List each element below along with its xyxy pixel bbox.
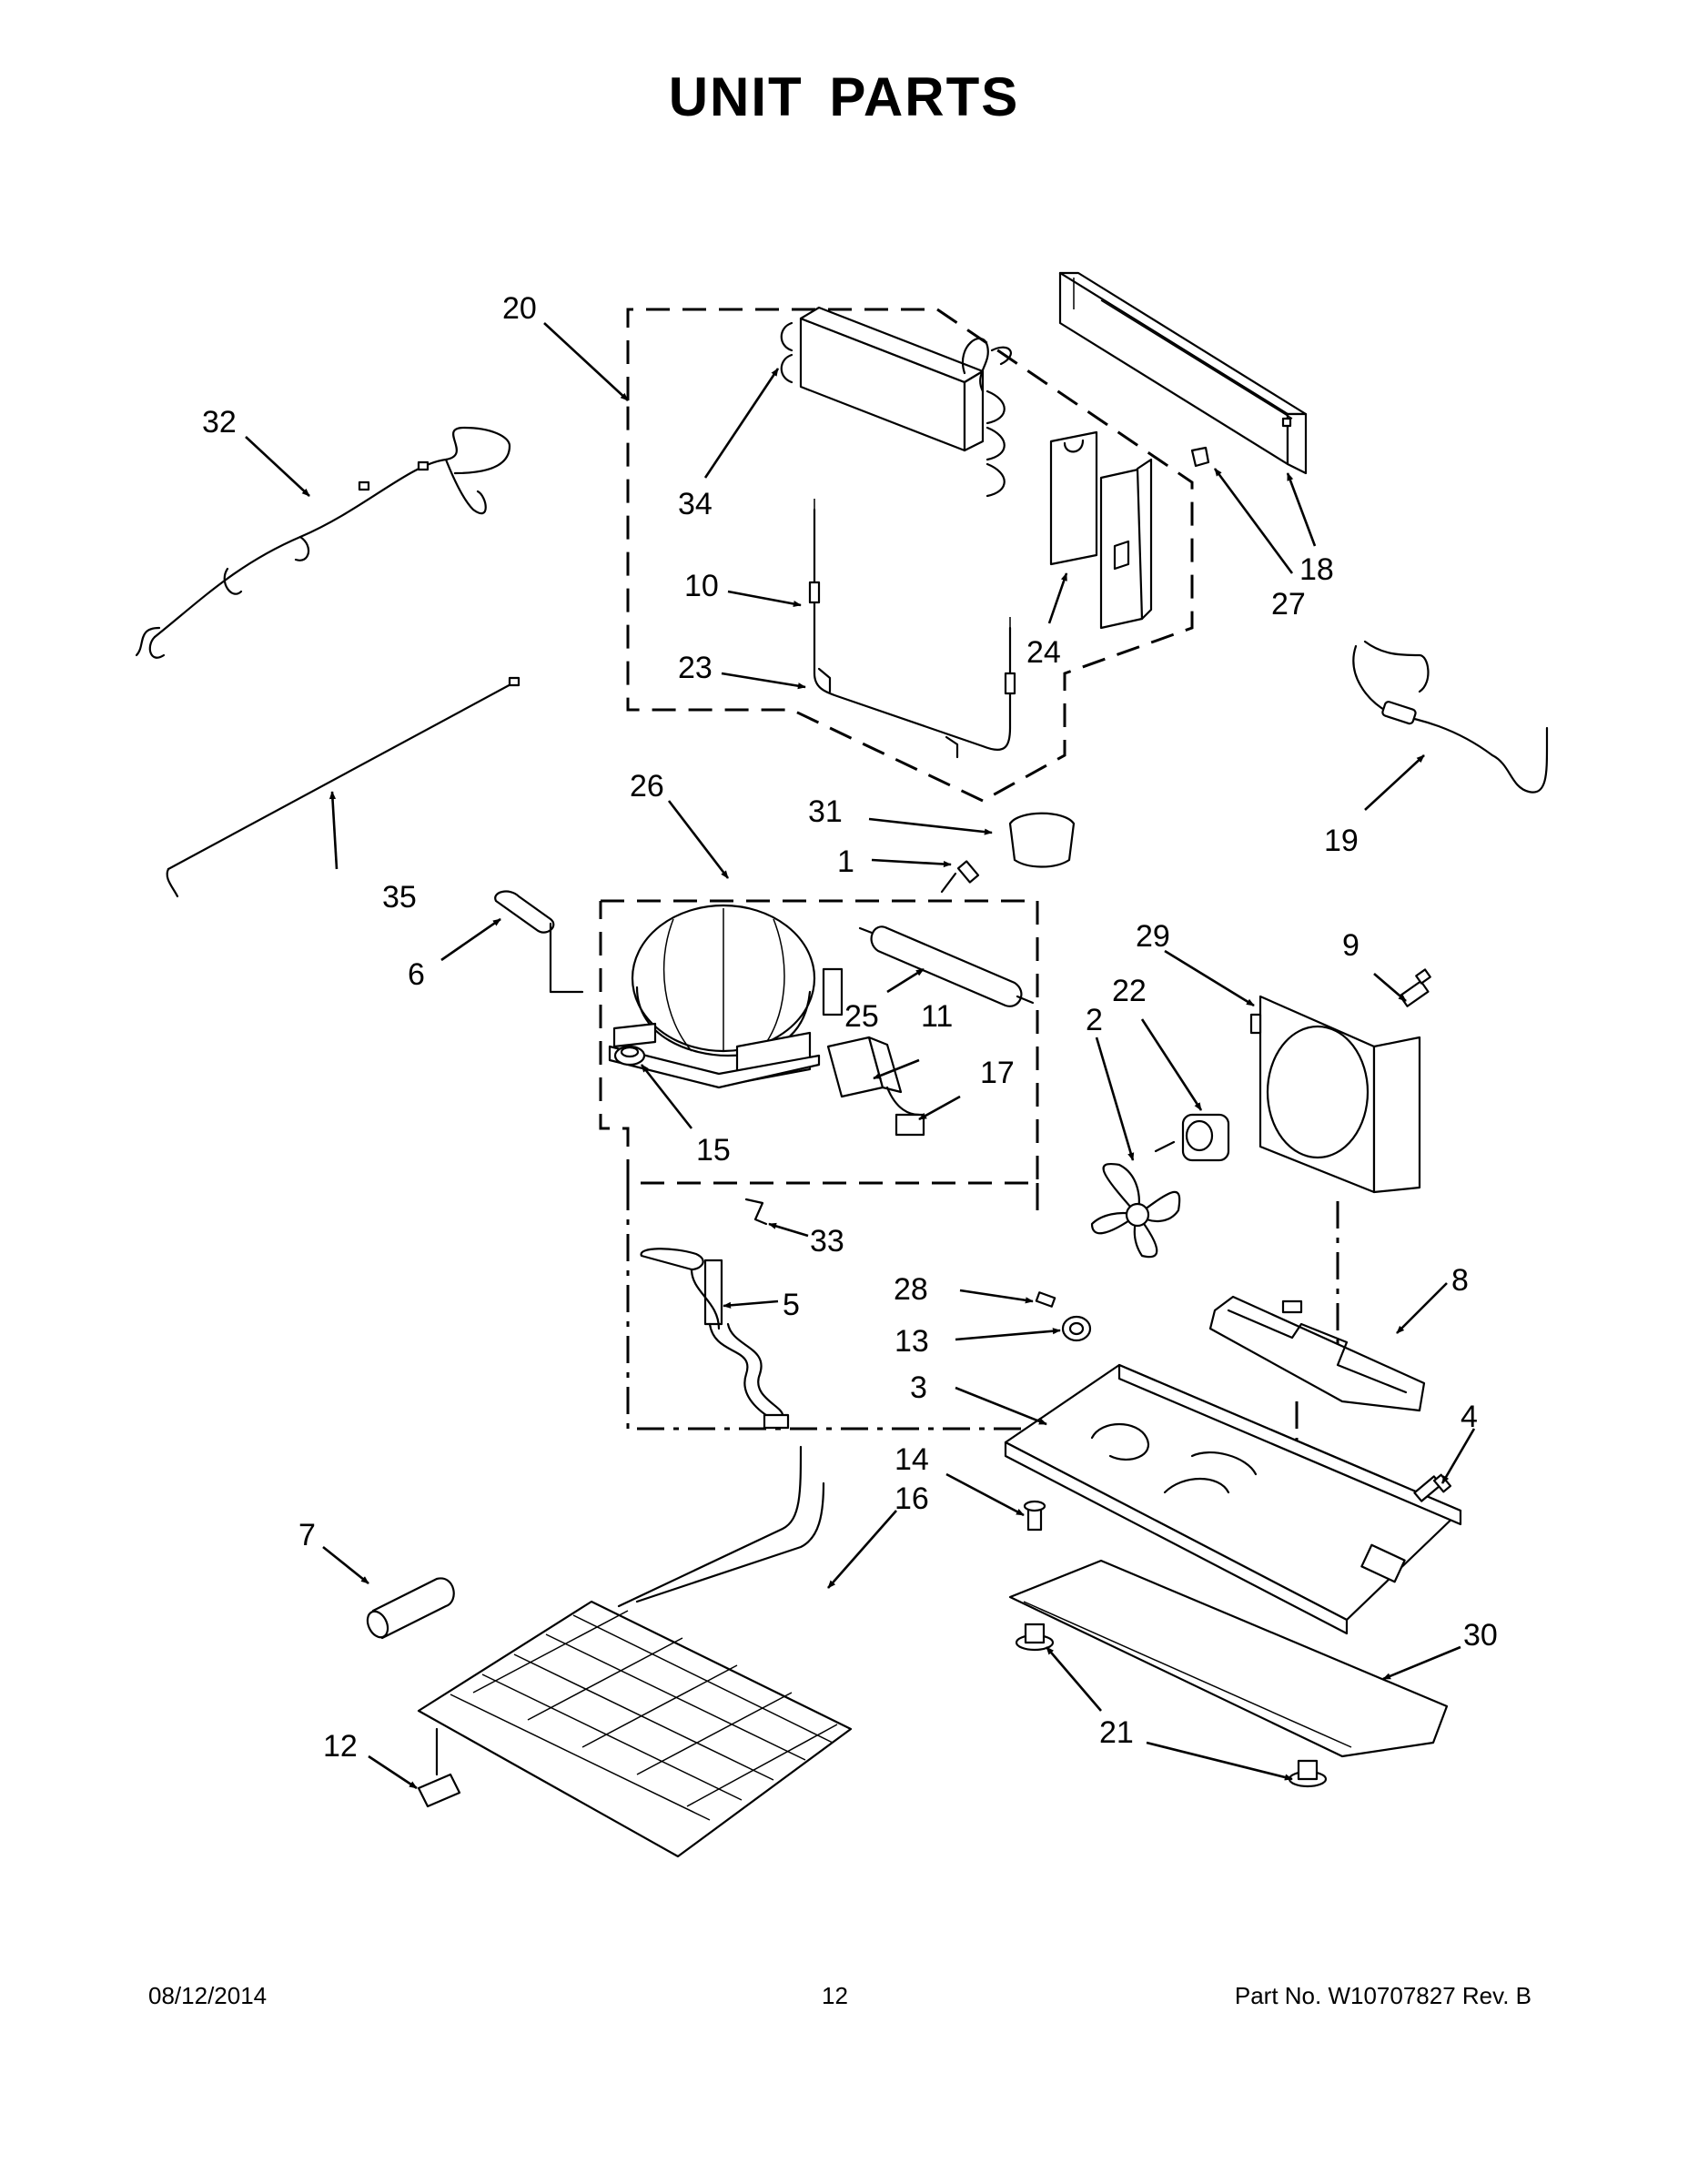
callout-28: 28 xyxy=(894,1272,928,1307)
compressor-part xyxy=(608,904,844,1089)
callout-24: 24 xyxy=(1026,635,1061,670)
callout-8: 8 xyxy=(1451,1263,1469,1298)
callout-11: 11 xyxy=(921,999,953,1034)
callout-5: 5 xyxy=(783,1288,800,1322)
plate-part xyxy=(494,890,584,994)
callout-32: 32 xyxy=(202,405,237,440)
spring-clip-part xyxy=(744,1198,768,1226)
callout-4: 4 xyxy=(1461,1400,1478,1434)
callout-14: 14 xyxy=(895,1442,929,1477)
tube-part xyxy=(640,1248,790,1430)
relay-part xyxy=(826,1036,903,1098)
callout-labels: 20 32 34 10 23 24 18 27 19 35 26 31 1 6 … xyxy=(202,291,1498,1764)
drain-pan-part xyxy=(1208,1295,1426,1412)
callout-26: 26 xyxy=(630,769,664,804)
cover-part xyxy=(1008,1559,1449,1758)
callout-2: 2 xyxy=(1086,1003,1103,1037)
callout-15: 15 xyxy=(696,1133,731,1168)
coil-clip-part xyxy=(417,1727,461,1808)
grommet-part xyxy=(613,1045,646,1067)
mounting-screw-part xyxy=(1413,1473,1452,1502)
footer-date: 08/12/2014 xyxy=(148,1982,268,2009)
footer-page-number: 12 xyxy=(822,1982,848,2009)
callout-9: 9 xyxy=(1342,928,1359,963)
clip-part xyxy=(1190,446,1210,468)
evaporator-part xyxy=(780,306,1012,498)
leveling-foot-part xyxy=(1288,1759,1328,1788)
callout-27: 27 xyxy=(1271,587,1306,622)
clamp-part xyxy=(1008,812,1076,868)
housing-part xyxy=(1058,271,1308,475)
callout-34: 34 xyxy=(678,487,713,521)
callout-10: 10 xyxy=(684,569,719,603)
condenser-coil-part xyxy=(417,1445,853,1858)
callout-25: 25 xyxy=(844,999,879,1034)
wire-harness-part xyxy=(135,426,511,659)
leader-lines xyxy=(245,322,1476,1790)
page-title: UNIT PARTS xyxy=(668,66,1020,127)
screw-part xyxy=(940,860,980,894)
defrost-heater-part xyxy=(808,499,1016,759)
spacer-part xyxy=(1035,1291,1056,1308)
callout-1: 1 xyxy=(837,844,854,879)
bushing-part xyxy=(1061,1315,1092,1342)
callout-7: 7 xyxy=(298,1518,316,1552)
drier-tube-part xyxy=(1352,640,1549,794)
callout-20: 20 xyxy=(502,291,537,326)
callout-30: 30 xyxy=(1463,1618,1498,1653)
base-plate-part xyxy=(1004,1363,1462,1635)
callout-21: 21 xyxy=(1099,1715,1134,1750)
drier-part xyxy=(858,925,1035,1007)
fan-shroud-part xyxy=(1249,995,1421,1194)
callout-35: 35 xyxy=(382,880,417,915)
wire-part xyxy=(166,676,521,898)
overload-part xyxy=(885,1086,925,1137)
callout-3: 3 xyxy=(910,1370,927,1405)
evaporator-assembly-boundary xyxy=(626,308,1194,803)
fan-blade-part xyxy=(1090,1163,1181,1259)
callout-16: 16 xyxy=(895,1481,929,1516)
leveling-foot-part xyxy=(1015,1623,1055,1652)
callout-22: 22 xyxy=(1112,974,1147,1008)
fan-motor-part xyxy=(1154,1113,1230,1162)
callout-17: 17 xyxy=(980,1056,1015,1090)
callout-23: 23 xyxy=(678,651,713,685)
screw-14-part xyxy=(1023,1500,1046,1532)
callout-33: 33 xyxy=(810,1224,844,1259)
callout-29: 29 xyxy=(1136,919,1170,954)
callout-18: 18 xyxy=(1299,552,1334,587)
bracket-part xyxy=(1049,430,1153,630)
callout-12: 12 xyxy=(323,1729,358,1764)
callout-6: 6 xyxy=(408,957,425,992)
callout-13: 13 xyxy=(895,1324,929,1359)
callout-19: 19 xyxy=(1324,824,1359,858)
callout-31: 31 xyxy=(808,794,843,829)
insulation-tube-part xyxy=(366,1577,455,1640)
footer-part-number: Part No. W10707827 Rev. B xyxy=(1234,1982,1531,2009)
